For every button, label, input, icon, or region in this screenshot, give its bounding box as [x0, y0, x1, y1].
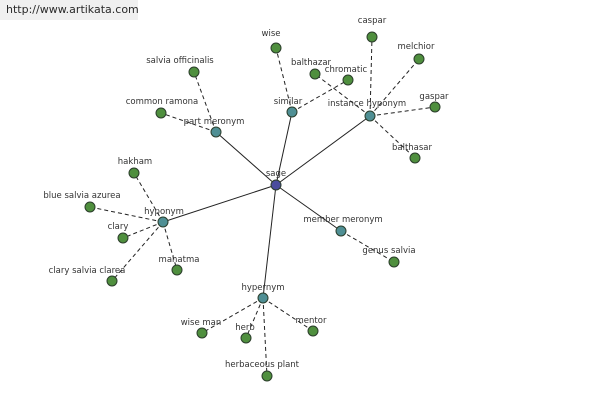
- edge-sage-part-meronym: [215, 131, 277, 186]
- node-herbaceous-plant[interactable]: [261, 370, 273, 382]
- node-herb[interactable]: [240, 332, 252, 344]
- node-label-herb: herb: [235, 323, 255, 333]
- node-label-blue-salvia-azurea: blue salvia azurea: [43, 191, 120, 201]
- node-label-mentor: mentor: [296, 316, 327, 326]
- edge-hyponym-mahatma: [162, 221, 178, 271]
- node-label-member-meronym: member meronym: [303, 215, 382, 225]
- node-hakham[interactable]: [128, 167, 140, 179]
- node-label-balthazar: balthazar: [291, 58, 332, 68]
- node-melchior[interactable]: [413, 53, 425, 65]
- node-label-hypernym: hypernym: [241, 283, 284, 293]
- edge-similar-wise: [275, 47, 293, 113]
- node-label-wise: wise: [262, 29, 281, 39]
- node-label-salvia-officinalis: salvia officinalis: [146, 56, 214, 66]
- node-label-caspar: caspar: [358, 16, 387, 26]
- node-hyponym[interactable]: [157, 216, 169, 228]
- node-label-herbaceous-plant: herbaceous plant: [225, 360, 300, 370]
- edge-part-meronym-salvia-officinalis: [193, 71, 217, 133]
- edge-instance-hyponym-gaspar: [369, 106, 436, 117]
- node-wise-man[interactable]: [196, 327, 208, 339]
- edge-part-meronym-common-ramona: [160, 112, 217, 133]
- node-label-wise-man: wise man: [181, 318, 222, 328]
- edge-sage-similar: [275, 111, 293, 186]
- edge-hypernym-herb: [245, 297, 264, 339]
- node-label-gaspar: gaspar: [419, 92, 449, 102]
- edge-instance-hyponym-caspar: [369, 36, 373, 117]
- node-wise[interactable]: [270, 42, 282, 54]
- node-salvia-officinalis[interactable]: [188, 66, 200, 78]
- edge-instance-hyponym-balthasar: [369, 115, 416, 159]
- node-instance-hyponym[interactable]: [364, 110, 376, 122]
- watermark-url: http://www.artikata.com: [0, 0, 139, 20]
- edge-hypernym-mentor: [262, 297, 314, 332]
- edge-instance-hyponym-balthazar: [314, 73, 371, 117]
- node-genus-salvia[interactable]: [388, 256, 400, 268]
- node-similar[interactable]: [286, 106, 298, 118]
- node-blue-salvia-azurea[interactable]: [84, 201, 96, 213]
- node-label-mahatma: mahatma: [159, 255, 200, 265]
- edge-sage-hypernym: [262, 184, 277, 299]
- edge-sage-hyponym: [162, 184, 277, 223]
- node-label-part-meronym: part meronym: [184, 117, 245, 127]
- node-label-chromatic: chromatic: [325, 65, 368, 75]
- node-part-meronym[interactable]: [210, 126, 222, 138]
- edge-sage-instance-hyponym: [275, 115, 371, 186]
- node-balthasar[interactable]: [409, 152, 421, 164]
- node-label-hakham: hakham: [118, 157, 152, 167]
- node-balthazar[interactable]: [309, 68, 321, 80]
- node-hypernym[interactable]: [257, 292, 269, 304]
- node-label-instance-hyponym: instance hyponym: [328, 99, 406, 109]
- edge-hypernym-herbaceous-plant: [262, 297, 268, 377]
- edge-instance-hyponym-melchior: [369, 58, 420, 117]
- edge-hyponym-blue-salvia-azurea: [89, 206, 164, 223]
- node-gaspar[interactable]: [429, 101, 441, 113]
- node-clary[interactable]: [117, 232, 129, 244]
- node-sage[interactable]: [270, 179, 282, 191]
- edge-hypernym-wise-man: [201, 297, 264, 334]
- node-label-clary: clary: [108, 222, 129, 232]
- edge-similar-chromatic: [291, 79, 349, 113]
- node-label-common-ramona: common ramona: [126, 97, 199, 107]
- node-label-similar: similar: [274, 97, 303, 107]
- edge-hyponym-clary: [122, 221, 164, 239]
- edge-sage-member-meronym: [275, 184, 342, 232]
- node-label-genus-salvia: genus salvia: [362, 246, 415, 256]
- node-label-balthasar: balthasar: [392, 143, 433, 153]
- edge-member-meronym-genus-salvia: [340, 230, 395, 263]
- node-common-ramona[interactable]: [155, 107, 167, 119]
- edge-hyponym-hakham: [133, 172, 164, 223]
- node-clary-salvia-clarea[interactable]: [106, 275, 118, 287]
- node-mentor[interactable]: [307, 325, 319, 337]
- node-label-melchior: melchior: [398, 42, 435, 52]
- node-mahatma[interactable]: [171, 264, 183, 276]
- node-label-sage: sage: [266, 169, 286, 179]
- node-chromatic[interactable]: [342, 74, 354, 86]
- node-label-hyponym: hyponym: [144, 207, 184, 217]
- node-caspar[interactable]: [366, 31, 378, 43]
- node-label-clary-salvia-clarea: clary salvia clarea: [49, 266, 126, 276]
- node-member-meronym[interactable]: [335, 225, 347, 237]
- edge-hyponym-clary-salvia-clarea: [111, 221, 164, 282]
